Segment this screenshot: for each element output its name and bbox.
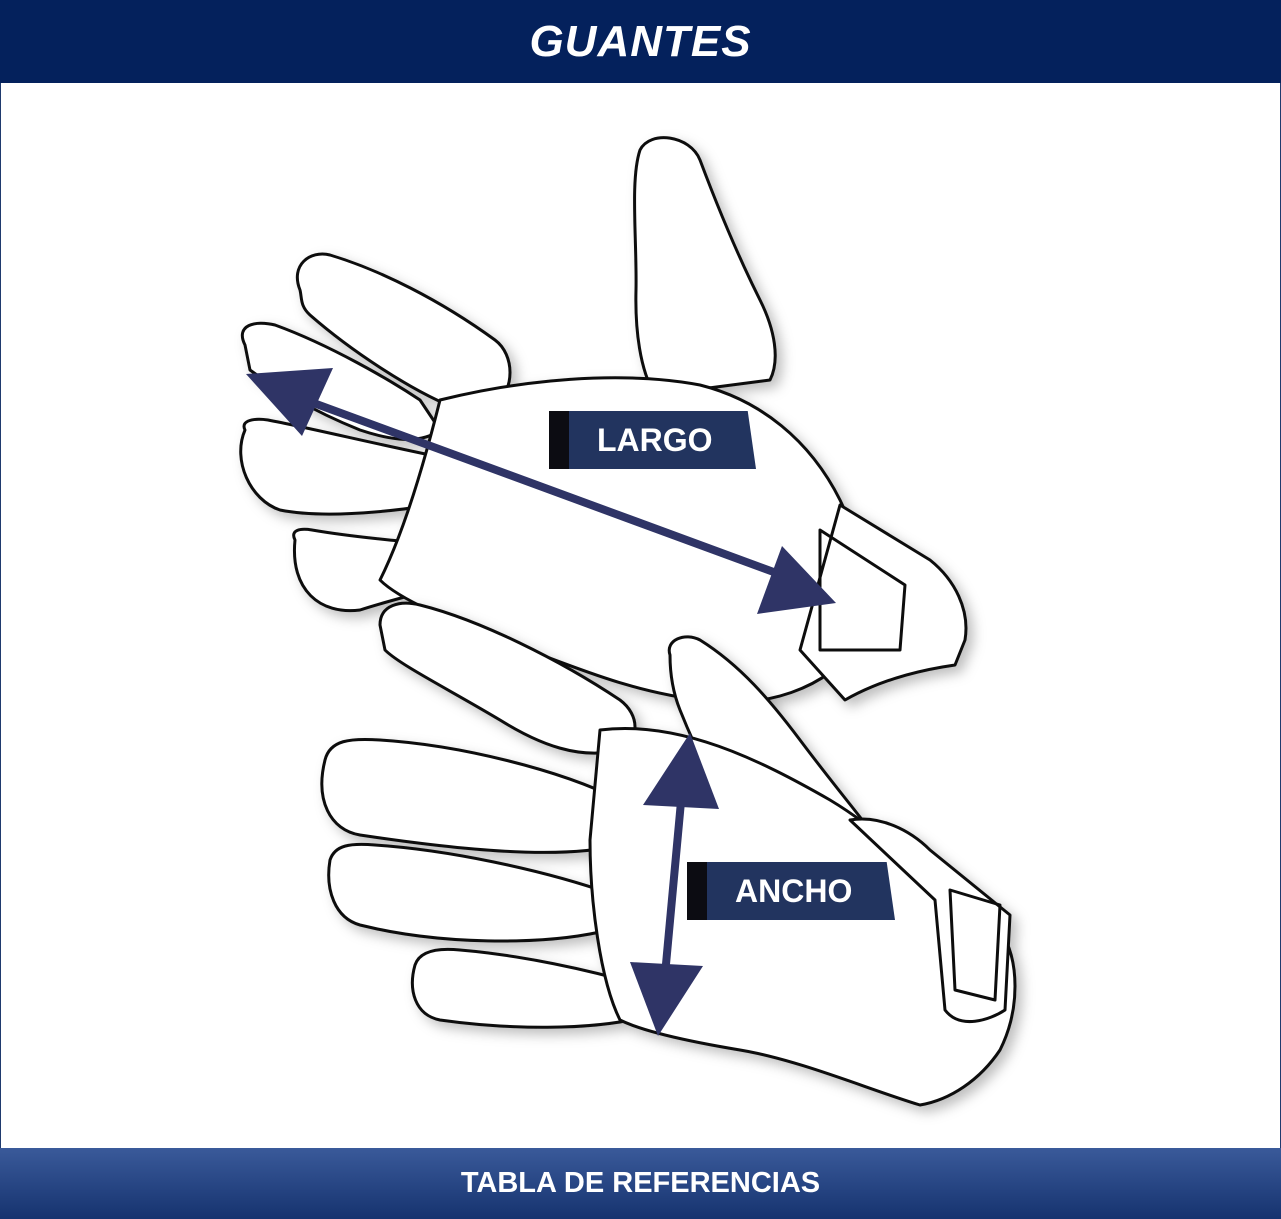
- ancho-arrowhead-start: [643, 733, 719, 809]
- largo-arrowhead-end: [757, 546, 836, 614]
- largo-label: LARGO: [549, 411, 756, 469]
- ancho-arrowhead-end: [630, 962, 703, 1036]
- largo-label-text: LARGO: [597, 421, 713, 458]
- footer-text: TABLA DE REFERENCIAS: [460, 1167, 821, 1199]
- ancho-arrow: [630, 733, 719, 1036]
- glove-illustration: [239, 136, 1017, 1107]
- ancho-label: ANCHO: [687, 862, 895, 920]
- largo-label-tab: [549, 411, 569, 469]
- largo-arrow: [246, 368, 836, 614]
- page-title-text: GUANTES: [529, 16, 752, 66]
- footer-bar: TABLA DE REFERENCIAS: [0, 1148, 1281, 1219]
- largo-arrowhead-start: [246, 368, 333, 436]
- page-title: GUANTES: [0, 0, 1281, 83]
- ancho-label-tab: [687, 862, 707, 920]
- ancho-label-text: ANCHO: [735, 872, 853, 909]
